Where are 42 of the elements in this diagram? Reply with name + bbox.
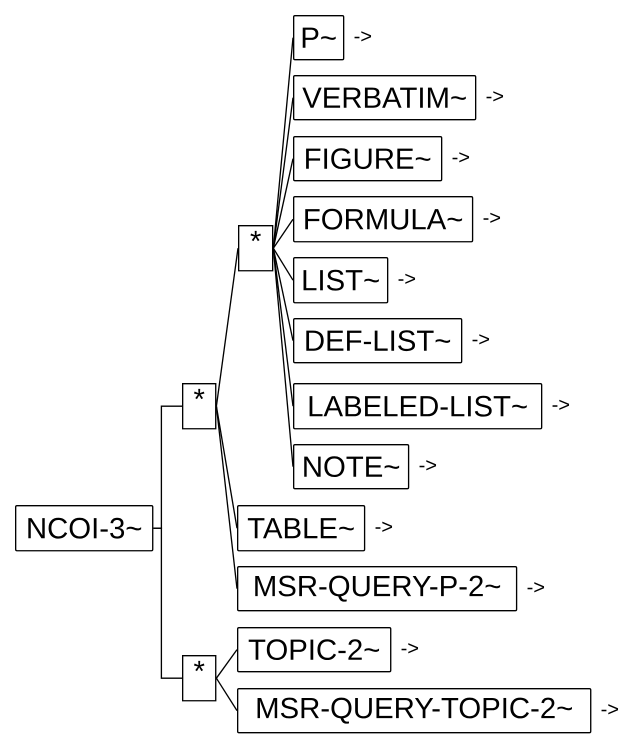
connector-line [272,158,294,248]
connector-line [216,248,239,406]
element-box: TABLE~ [237,505,366,552]
element-box: FIGURE~ [293,136,442,182]
element-box: DEF-LIST~ [293,318,462,364]
element-box: MSR-QUERY-P-2~ [237,566,518,612]
connector-line [272,248,294,406]
arrow-text: -> [452,152,470,162]
arrow-text: -> [484,212,500,223]
group-box: * [182,655,216,702]
arrow-text: -> [552,400,570,410]
connector-line [216,678,238,712]
arrow-text: -> [472,334,490,344]
arrow-text: -> [402,643,418,654]
group-box: * [238,225,274,272]
connector-line [216,406,238,589]
arrow-text: -> [602,704,618,714]
connector-line [153,528,182,679]
element-box: P~ [293,15,344,60]
group-box: * [182,383,216,430]
element-box: MSR-QUERY-TOPIC-2~ [237,688,592,734]
connector-line [216,406,238,528]
element-box: NCOI-3~ [15,505,154,552]
arrow-text: -> [420,460,436,470]
connector-line [272,248,294,281]
connector-line [272,218,294,249]
element-box: TOPIC-2~ [237,627,392,672]
arrow-text: -> [376,522,392,532]
arrow-text: -> [354,31,372,42]
connector-line [272,98,294,248]
element-box: LABELED-LIST~ [293,383,542,430]
arrow-text: -> [486,91,504,102]
connector-line [272,248,294,341]
connector-line [272,38,294,248]
element-box: VERBATIM~ [293,75,476,120]
connector-line [216,649,238,679]
element-box: FORMULA~ [293,196,474,242]
arrow-text: -> [528,582,544,592]
element-box: LIST~ [293,257,388,304]
arrow-text: -> [398,274,416,284]
connector-line [272,248,294,467]
element-box: NOTE~ [293,444,410,490]
